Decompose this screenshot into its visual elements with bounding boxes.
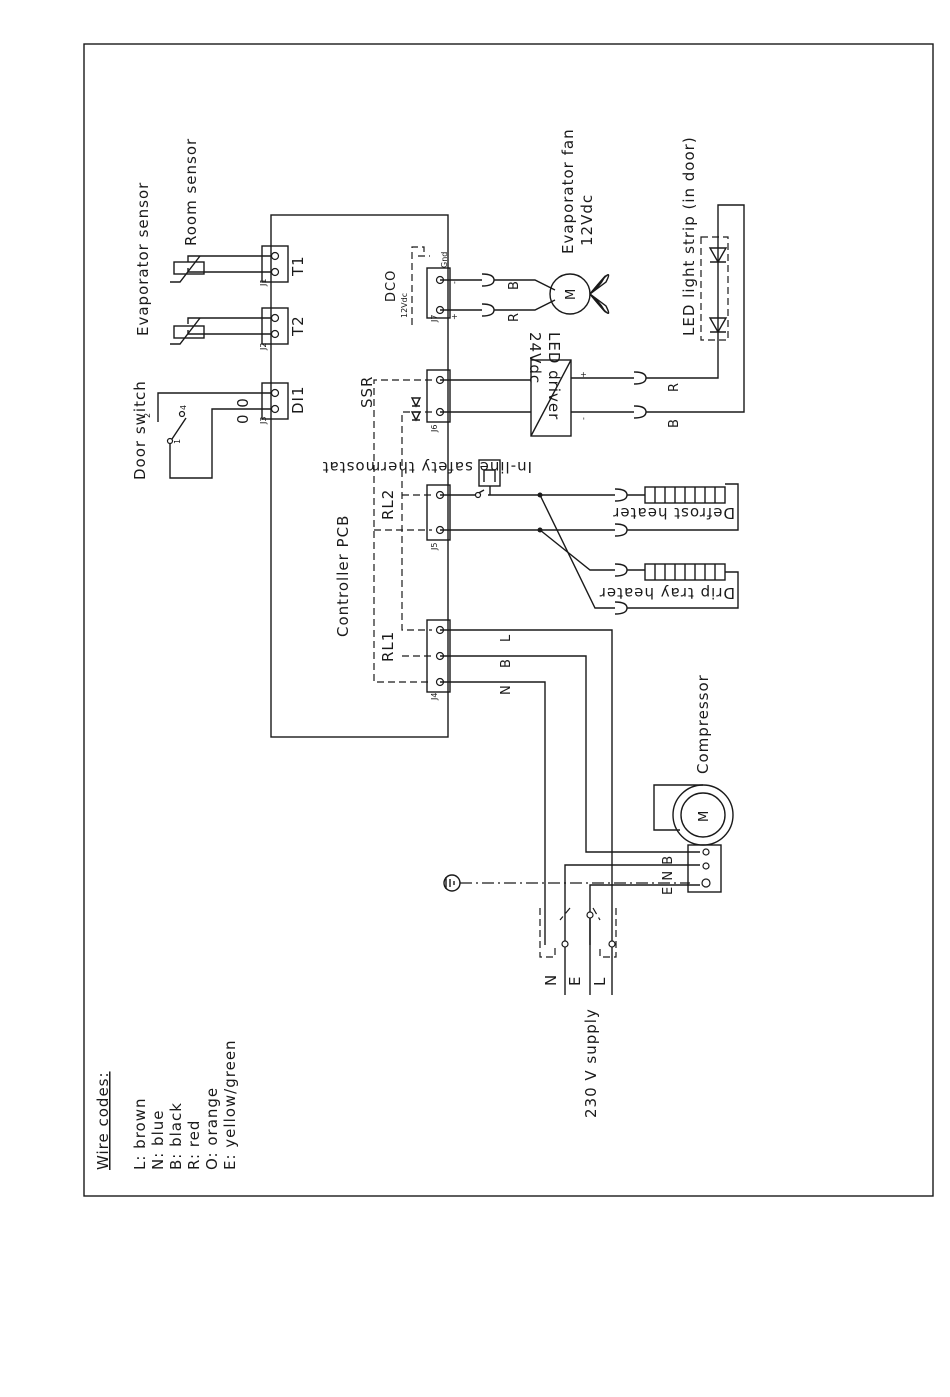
ssr-label: SSR — [358, 376, 376, 408]
j6-label: J6 — [430, 425, 439, 433]
svg-text:1: 1 — [173, 439, 182, 444]
led-wire-r: R — [667, 382, 682, 392]
mains-wire-n: N — [499, 684, 514, 695]
led-icon-2 — [708, 317, 728, 334]
supply-plug — [539, 907, 617, 995]
led-strip — [700, 236, 729, 341]
terminal-t2: T2 J2 — [259, 307, 307, 351]
dco-plus: + — [450, 313, 459, 320]
fan-blade-shape — [589, 274, 610, 314]
drawing-frame — [83, 43, 934, 1197]
j7-label: J7 — [430, 315, 439, 323]
j4-label: J4 — [430, 693, 439, 701]
supply-label: 230 V supply — [582, 1008, 600, 1118]
gnd-label: Gnd — [440, 252, 449, 268]
legend-item: R: red — [185, 1120, 203, 1170]
fan-wire-b: B — [507, 280, 522, 290]
led-strip-label: LED light strip (in door) — [680, 136, 698, 336]
wire-legend: Wire codes: L: brown N: blue B: black R:… — [94, 1039, 239, 1170]
j3-label: J3 — [259, 417, 268, 425]
earth-icon — [443, 874, 461, 892]
rl2-label: RL2 — [379, 489, 397, 520]
legend-title: Wire codes: — [94, 1071, 112, 1170]
compressor: M — [653, 784, 734, 893]
fan-wire-r: R — [507, 312, 522, 322]
legend-item: B: black — [167, 1102, 185, 1170]
rl1-label: RL1 — [379, 631, 397, 662]
door-switch-contacts: 0 0 — [234, 397, 252, 424]
terminal-di1: DI1 J3 — [259, 382, 307, 425]
dco-minus: - — [450, 281, 459, 284]
drip-tray-heater-label: Drip tray heater — [599, 584, 735, 602]
fan-label: Evaporator fan — [559, 128, 577, 254]
mains-wire-b: B — [499, 658, 514, 668]
defrost-heater-icon — [644, 486, 726, 504]
dco-voltage-label: 12Vdc — [400, 293, 409, 318]
compressor-motor-symbol: M — [697, 810, 712, 822]
evaporator-sensor — [170, 317, 272, 345]
supply-l-label: L — [591, 977, 609, 986]
j1-label: J1 — [259, 279, 268, 287]
defrost-heater-label: Defrost heater — [612, 504, 735, 522]
terminal-dco: J7 DCO 12Vdc Gnd - + — [384, 246, 459, 325]
door-switch: 2 1 4 — [143, 392, 272, 479]
legend-item: O: orange — [203, 1087, 221, 1170]
led-driver-box — [530, 359, 572, 437]
j5-label: J5 — [430, 543, 439, 551]
mains-wiring: L B N — [440, 629, 700, 945]
terminal-t1: T1 J1 — [259, 245, 307, 287]
di1-label: DI1 — [289, 385, 307, 414]
evaporator-fan-wiring: B R — [440, 273, 556, 322]
supply-n-label: N — [542, 974, 560, 986]
evaporator-sensor-label: Evaporator sensor — [134, 182, 152, 336]
rl1-internal-link — [401, 411, 432, 631]
legend-item: E: yellow/green — [221, 1039, 239, 1170]
t1-label: T1 — [289, 255, 307, 277]
dco-label: DCO — [384, 270, 399, 302]
fan-voltage: 12Vdc — [578, 194, 596, 246]
led-wire-b: B — [667, 418, 682, 428]
led-driver-label: LED driver — [545, 332, 563, 420]
ssr-led-icon — [410, 397, 422, 422]
driver-minus: - — [579, 417, 588, 420]
heater-wiring — [440, 459, 739, 615]
terminal-rl1: J4 — [426, 619, 451, 701]
drip-tray-heater-icon — [644, 563, 726, 581]
led-driver-wiring: + - R B — [440, 204, 745, 437]
ssr-internal-link — [373, 379, 432, 683]
led-driver-voltage: 24Vdc — [526, 332, 544, 384]
svg-text:4: 4 — [179, 405, 188, 410]
supply-e-label: E — [566, 976, 584, 986]
compressor-label: Compressor — [694, 674, 712, 774]
fan-motor-symbol: M — [564, 288, 579, 300]
compressor-terminal-labels: E N B — [661, 855, 676, 895]
led-icon-1 — [708, 247, 728, 264]
legend-item: L: brown — [131, 1098, 149, 1171]
fan-blade-icon — [589, 275, 607, 313]
controller-title: Controller PCB — [334, 515, 352, 637]
svg-text:2: 2 — [143, 413, 152, 418]
t2-label: T2 — [289, 315, 307, 337]
mains-wire-l: L — [499, 634, 514, 642]
controller-pcb — [270, 214, 449, 738]
relay-internal-links — [374, 494, 432, 657]
j2-label: J2 — [259, 343, 268, 351]
room-sensor — [170, 255, 272, 283]
room-sensor-label: Room sensor — [182, 138, 200, 246]
door-switch-label: Door switch — [131, 380, 149, 480]
legend-item: N: blue — [149, 1110, 167, 1170]
driver-plus: + — [579, 371, 588, 378]
thermostat-label: In-line safety thermostat — [322, 458, 532, 476]
